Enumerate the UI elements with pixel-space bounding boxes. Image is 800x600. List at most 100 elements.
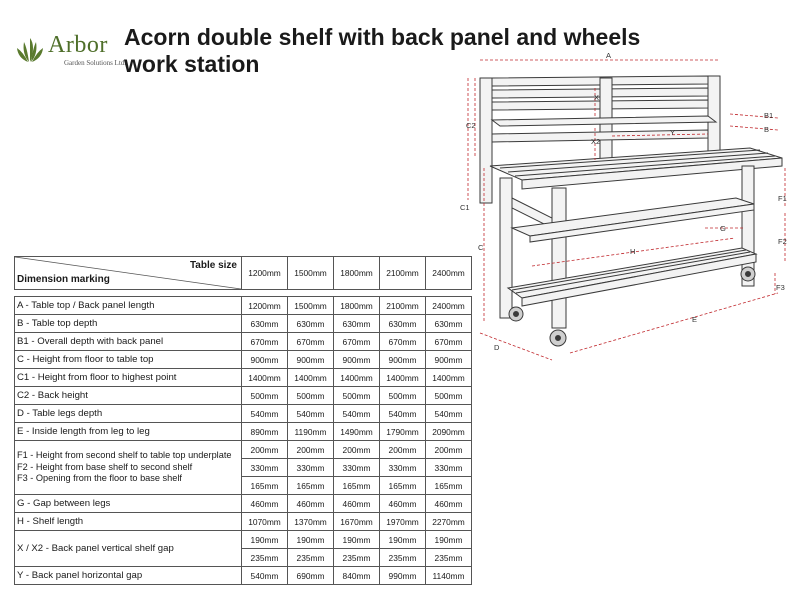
- row-value: 190mm: [333, 530, 380, 549]
- base-shelf-front: [521, 253, 757, 307]
- table-header-row: Table size Dimension marking 1200mm 1500…: [14, 256, 472, 290]
- dimension-lines: [467, 59, 786, 361]
- row-value: 235mm: [379, 548, 426, 567]
- dim-label-g: G: [720, 224, 726, 233]
- workstation-structure: [479, 75, 783, 329]
- row-value: 540mm: [425, 404, 472, 423]
- header-table-size: Table size: [189, 260, 237, 271]
- row-value: 630mm: [287, 314, 334, 333]
- table-row-d: D - Table legs depth 540mm 540mm 540mm 5…: [14, 404, 472, 423]
- row-value: 670mm: [379, 332, 426, 351]
- row-value: 1070mm: [241, 512, 288, 531]
- dimension-table: Table size Dimension marking 1200mm 1500…: [14, 256, 472, 585]
- row-value: 540mm: [241, 404, 288, 423]
- row-value: 1400mm: [287, 368, 334, 387]
- row-value: 330mm: [333, 458, 380, 477]
- table-row-g: G - Gap between legs 460mm 460mm 460mm 4…: [14, 494, 472, 513]
- title-line-1: Acorn double shelf with back panel and w…: [124, 24, 641, 50]
- table-row-c2: C2 - Back height 500mm 500mm 500mm 500mm…: [14, 386, 472, 405]
- size-header: 2100mm: [379, 256, 426, 290]
- wheel-hub-icon: [555, 335, 561, 341]
- row-label: F1 - Height from second shelf to table t…: [17, 450, 232, 461]
- row-label: H - Shelf length: [14, 512, 242, 531]
- row-value: 460mm: [241, 494, 288, 513]
- row-value: 540mm: [241, 566, 288, 585]
- size-header: 2400mm: [425, 256, 472, 290]
- row-value: 200mm: [287, 440, 334, 459]
- row-value: 500mm: [241, 386, 288, 405]
- row-value: 670mm: [333, 332, 380, 351]
- wheel-hub-icon: [513, 311, 519, 317]
- row-value: 460mm: [287, 494, 334, 513]
- row-label: F2 - Height from base shelf to second sh…: [17, 461, 193, 472]
- table-top-slat-line: [514, 155, 776, 177]
- row-label: E - Inside length from leg to leg: [14, 422, 242, 441]
- back-shelf: [490, 115, 718, 127]
- table-row-f3: 165mm 165mm 165mm 165mm 165mm: [15, 476, 472, 495]
- dim-label-f3: F3: [776, 283, 785, 292]
- row-value: 165mm: [333, 476, 380, 495]
- table-top-slat-line: [499, 149, 761, 169]
- table-header-corner: Table size Dimension marking: [14, 256, 242, 290]
- row-label: C1 - Height from floor to highest point: [14, 368, 242, 387]
- dim-label-b: B: [764, 125, 769, 134]
- middle-shelf-front: [529, 203, 755, 243]
- dim-line-b: [729, 125, 779, 131]
- dim-label-x: X: [594, 93, 599, 102]
- row-value: 670mm: [287, 332, 334, 351]
- row-value: 1400mm: [333, 368, 380, 387]
- dim-label-f1: F1: [778, 194, 787, 203]
- row-value: 1140mm: [425, 566, 472, 585]
- row-value: 200mm: [333, 440, 380, 459]
- size-header: 1200mm: [241, 256, 288, 290]
- table-row-y: Y - Back panel horizontal gap 540mm 690m…: [14, 566, 472, 585]
- row-value: 460mm: [425, 494, 472, 513]
- row-value: 500mm: [287, 386, 334, 405]
- dim-line-e: [569, 292, 779, 354]
- dim-label-h: H: [630, 247, 635, 256]
- base-shelf-slat-line: [515, 251, 751, 294]
- dim-label-c: C: [478, 243, 484, 252]
- table-top-slat-line: [507, 152, 769, 173]
- row-value: 1400mm: [241, 368, 288, 387]
- row-value: 235mm: [287, 548, 334, 567]
- dim-label-e: E: [692, 315, 697, 324]
- row-label: F3 - Opening from the floor to base shel…: [17, 473, 182, 484]
- dim-line-y: [611, 133, 709, 137]
- row-value: 1970mm: [379, 512, 426, 531]
- brand-logo: Arbor Garden Solutions Ltd.: [14, 32, 126, 72]
- row-value: 235mm: [241, 548, 288, 567]
- header-diagonal-line: [15, 257, 241, 289]
- dim-label-c1: C1: [460, 203, 470, 212]
- workstation-diagram: A B B1 C C1 C2 D E F1 F2 F3 G H X X2 Y: [460, 51, 787, 361]
- row-label: B1 - Overall depth with back panel: [14, 332, 242, 351]
- row-value: 670mm: [241, 332, 288, 351]
- dim-label-c2: C2: [466, 121, 476, 130]
- row-value: 2090mm: [425, 422, 472, 441]
- row-label-f-group: F1 - Height from second shelf to table t…: [14, 440, 242, 495]
- row-value: 540mm: [379, 404, 426, 423]
- leaf-logo-icon: [17, 38, 43, 62]
- dimension-labels: A B B1 C C1 C2 D E F1 F2 F3 G H X X2 Y: [460, 51, 787, 352]
- table-row-h: H - Shelf length 1070mm 1370mm 1670mm 19…: [14, 512, 472, 531]
- row-value: 200mm: [425, 440, 472, 459]
- title-line-2: work station: [124, 51, 260, 77]
- size-header: 1500mm: [287, 256, 334, 290]
- row-value: 235mm: [425, 548, 472, 567]
- page-title: Acorn double shelf with back panel and w…: [124, 24, 684, 78]
- row-label: Y - Back panel horizontal gap: [14, 566, 242, 585]
- row-value: 460mm: [333, 494, 380, 513]
- row-value: 690mm: [287, 566, 334, 585]
- wheel-hub-icon: [745, 271, 751, 277]
- back-slat: [491, 129, 709, 143]
- dim-line-h: [531, 237, 736, 267]
- row-value: 1200mm: [241, 296, 288, 315]
- table-row-e: E - Inside length from leg to leg 890mm …: [14, 422, 472, 441]
- row-value: 900mm: [287, 350, 334, 369]
- row-label: A - Table top / Back panel length: [14, 296, 242, 315]
- wheels: [508, 266, 756, 347]
- size-header: 1800mm: [333, 256, 380, 290]
- table-row-f1: F1 - Height from second shelf to table t…: [14, 440, 472, 495]
- row-value: 330mm: [287, 458, 334, 477]
- table-row-a: A - Table top / Back panel length 1200mm…: [14, 296, 472, 315]
